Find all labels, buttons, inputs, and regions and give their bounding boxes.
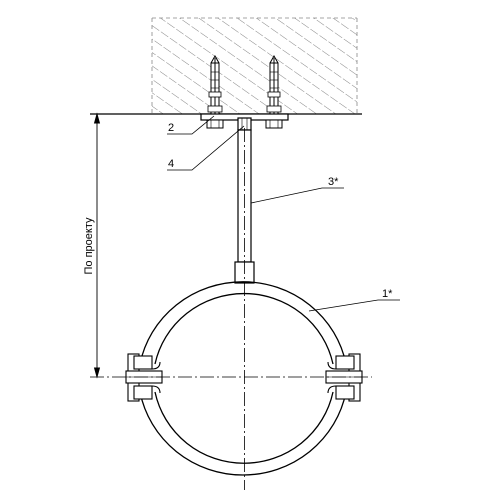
ring-upper-inner (154, 292, 334, 365)
ring-lower-inner (154, 391, 334, 464)
leader-1 (308, 299, 400, 312)
leader-2 (167, 115, 215, 135)
callout-2: 2 (168, 122, 174, 134)
right-clamp-flange (325, 353, 363, 402)
ceiling-slab (90, 17, 362, 115)
ring-lower-outer (139, 391, 347, 476)
callout-1: 1* (382, 288, 393, 300)
dimension-label: По проекту (83, 217, 95, 274)
callout-4: 4 (168, 158, 174, 170)
slab-hatch-area (152, 18, 357, 114)
left-clamp-flange (125, 353, 163, 402)
callout-3: 3* (328, 176, 339, 188)
ring-upper-outer (139, 281, 347, 365)
anchor-bolt-right (266, 54, 282, 128)
centerlines (90, 128, 372, 490)
pipe-clamp-ring (139, 281, 347, 476)
leader-lines (167, 115, 400, 312)
dimension-line (93, 112, 101, 379)
leader-4 (167, 125, 245, 171)
leader-3 (250, 187, 344, 204)
